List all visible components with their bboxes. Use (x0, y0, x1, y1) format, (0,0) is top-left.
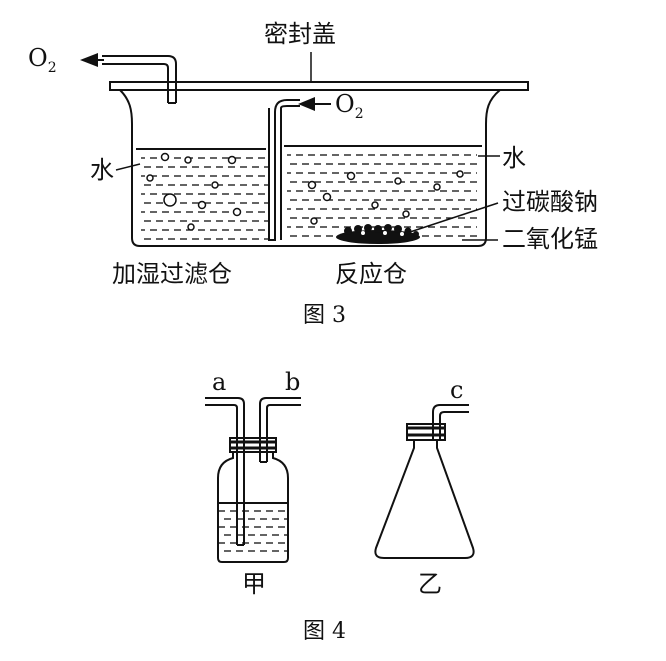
water-fill-left (141, 157, 268, 240)
lid-label: 密封盖 (264, 20, 336, 48)
flask-label: 乙 (418, 570, 442, 598)
tube-c (432, 404, 469, 440)
o2-inlet-label: O2 (335, 90, 364, 122)
port-b-label: b (285, 368, 300, 396)
sealed-lid (109, 81, 529, 91)
partition-top-curve (280, 105, 300, 109)
water-left-label: 水 (90, 156, 114, 184)
tube-b (259, 397, 301, 463)
figure-4: a b 甲 c 乙 图 4 (205, 368, 475, 644)
reagent-2-label: 二氧化锰 (502, 225, 598, 253)
figure-3-caption: 图 3 (303, 303, 346, 328)
figure-3: 密封盖 (28, 20, 598, 328)
water-right-label: 水 (502, 144, 526, 172)
bubbles-right (307, 170, 464, 225)
bubbles-left (146, 152, 242, 231)
port-a-label: a (212, 368, 226, 396)
chamber-left-label: 加湿过滤仓 (112, 260, 232, 288)
port-c-label: c (450, 376, 463, 404)
flask-body (374, 438, 475, 559)
conical-flask: c 乙 (374, 376, 475, 598)
wash-bottle: a b 甲 (205, 368, 301, 598)
reagent-pile (336, 224, 420, 244)
water-left-pointer (115, 163, 141, 171)
bottle-label: 甲 (242, 570, 266, 598)
reagent-1-label: 过碳酸钠 (502, 188, 598, 216)
tank-partition (268, 99, 300, 241)
water-fill-right (287, 154, 477, 237)
o2-outlet-tube (102, 55, 177, 103)
bottle-body (217, 450, 289, 563)
o2-outlet-arrow (80, 53, 98, 67)
reagent-1-pointer (409, 202, 499, 233)
tank-outline (119, 89, 501, 247)
tube-a (205, 397, 245, 546)
o2-outlet-label: O2 (28, 44, 57, 76)
chamber-right-label: 反应仓 (335, 260, 407, 288)
o2-inlet-arrow (298, 97, 315, 111)
figure-4-caption: 图 4 (303, 619, 346, 644)
